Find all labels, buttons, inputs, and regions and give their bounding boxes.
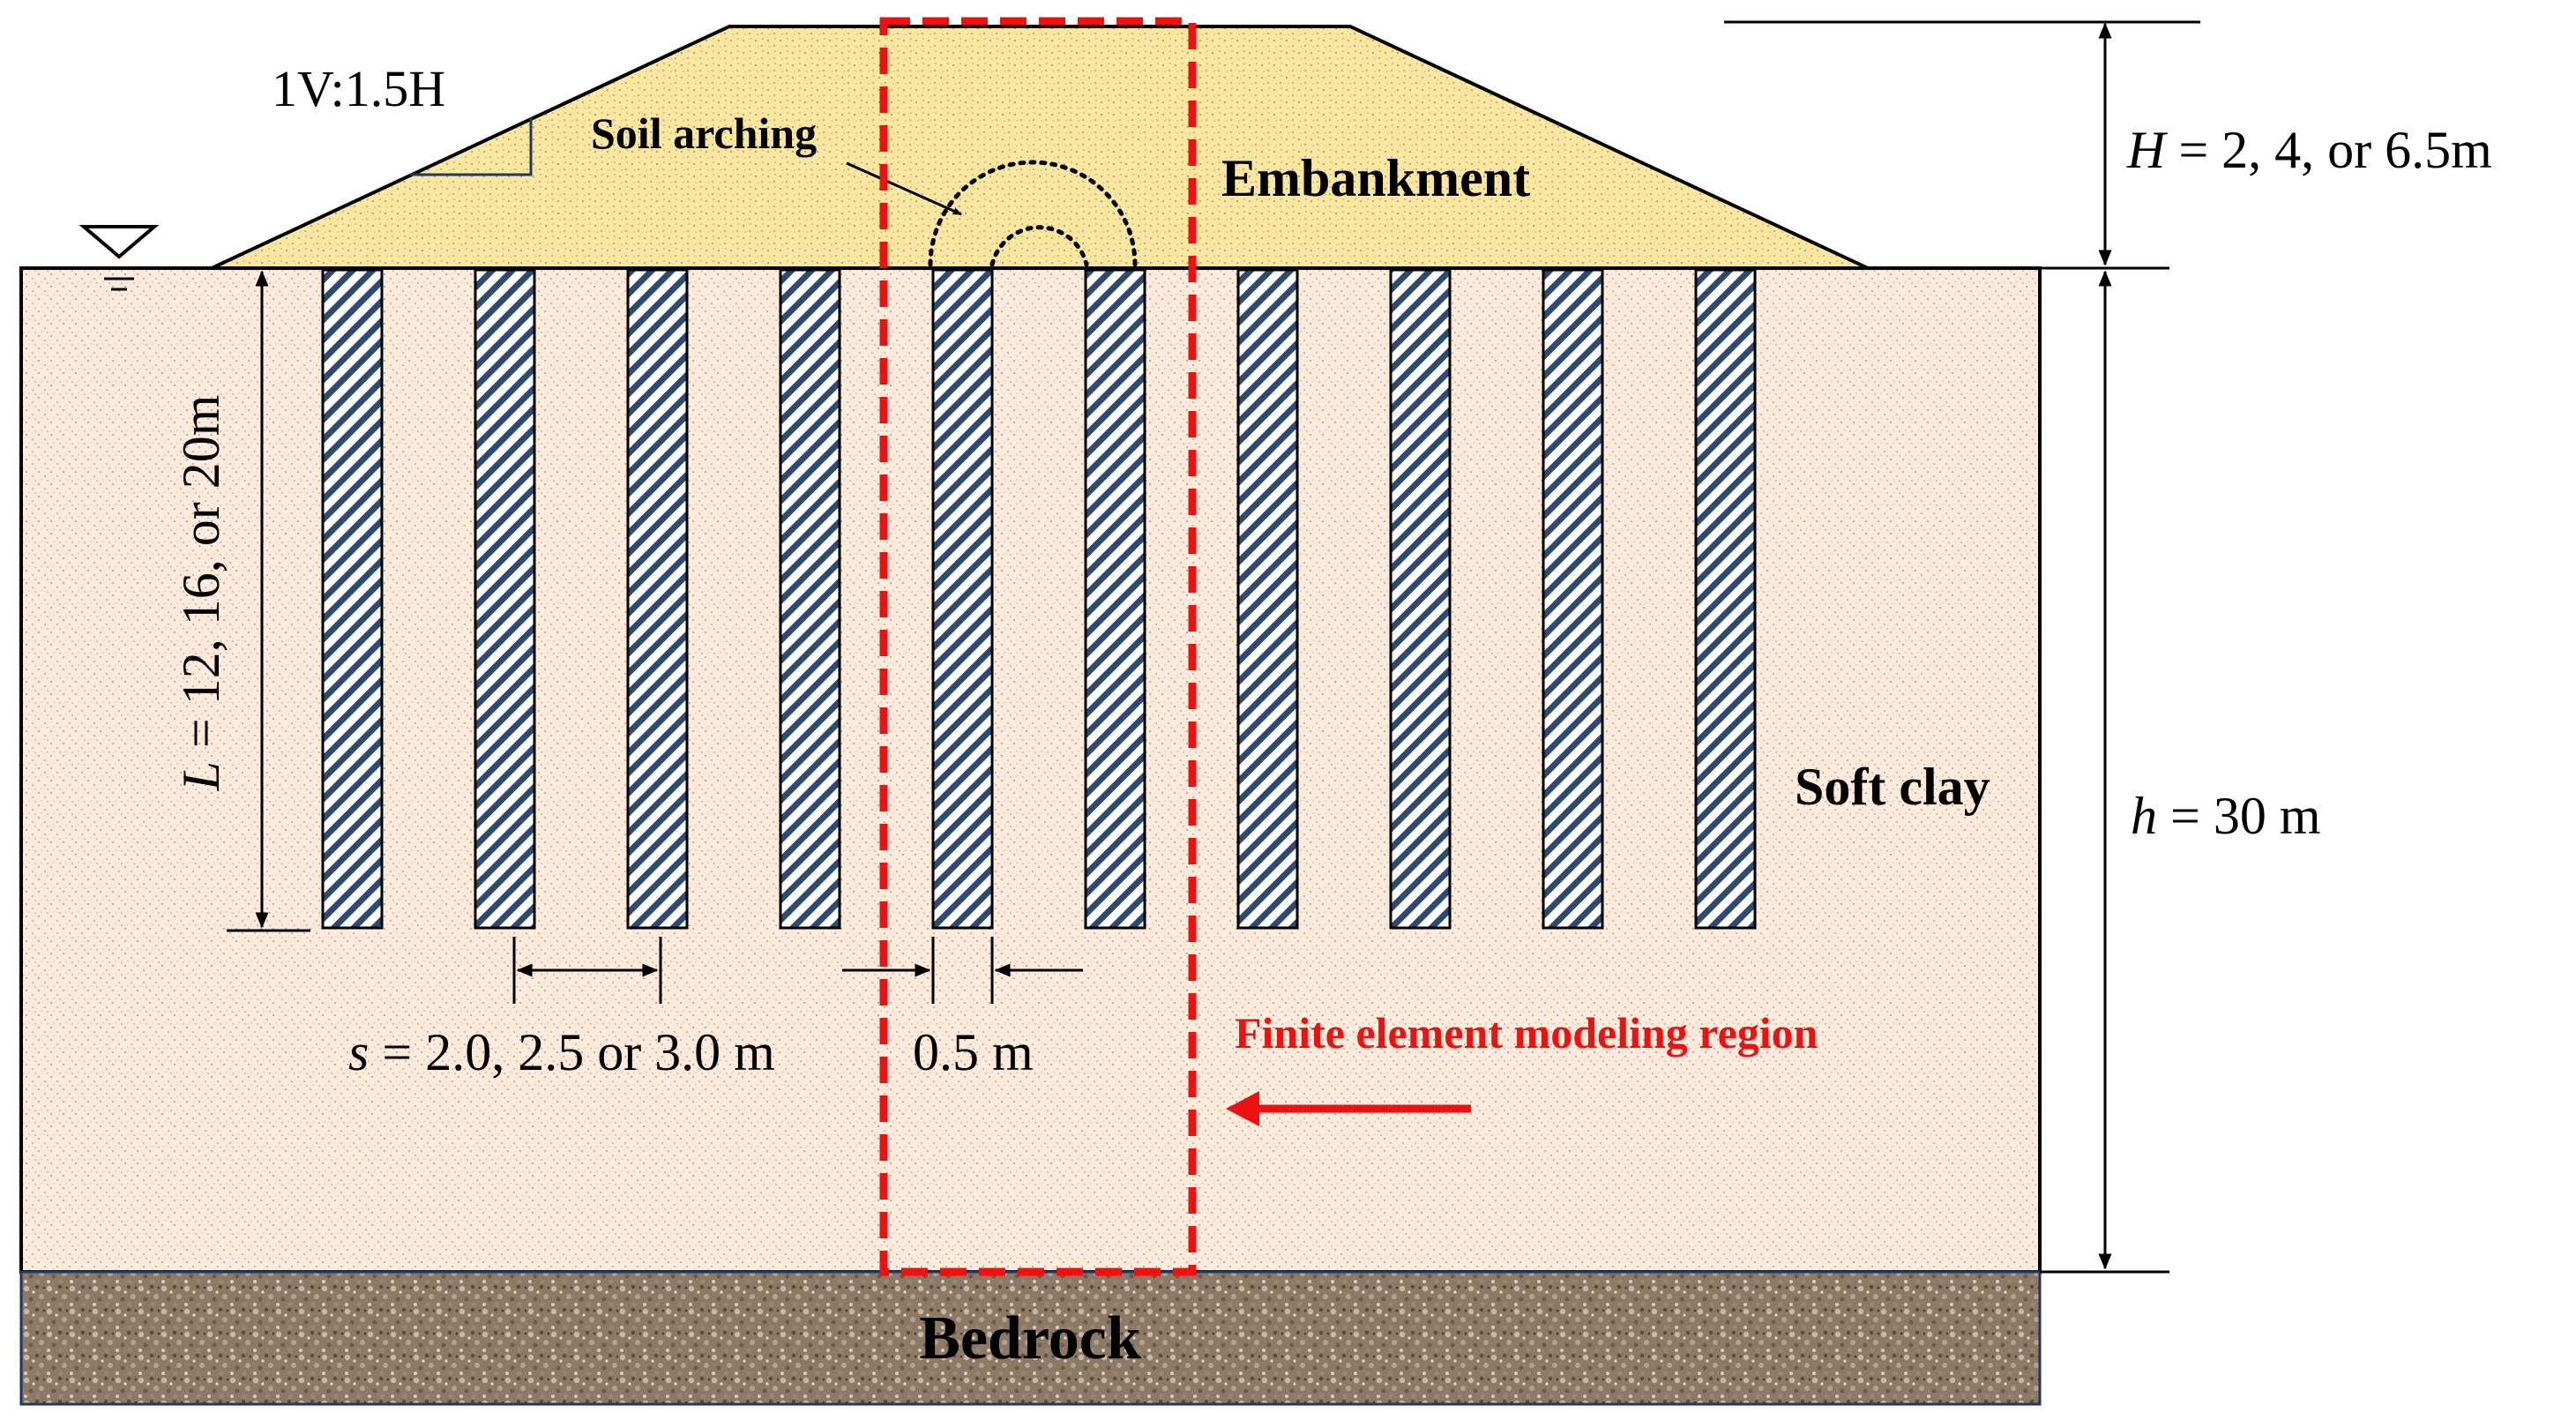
soil-arching-outer-arc: [928, 160, 1138, 267]
pile-2: [474, 268, 536, 930]
pile-5: [931, 268, 994, 930]
embankment-label: Embankment: [1221, 149, 1530, 207]
pile-3: [626, 268, 689, 930]
pile-4: [779, 268, 841, 930]
fem-region-box: [879, 17, 1197, 1276]
water-table-icon: [78, 225, 160, 291]
pile-10: [1694, 268, 1757, 930]
bedrock-label: Bedrock: [919, 1305, 1141, 1372]
pile-1: [321, 268, 384, 930]
clay-depth-label: h = 30 m: [2131, 787, 2321, 845]
pile-7: [1236, 268, 1299, 930]
bedrock-layer: [19, 1270, 2042, 1406]
soil-arching-inner-arc: [989, 225, 1089, 267]
soil-arching-label: Soil arching: [591, 108, 817, 158]
pile-8: [1389, 268, 1452, 930]
slope-ratio-label: 1V:1.5H: [272, 60, 445, 117]
soil-arching-pointer: [846, 161, 962, 216]
pile-width-label: 0.5 m: [913, 1023, 1034, 1081]
pile-9: [1542, 268, 1604, 930]
fem-region-arrow-head: [1226, 1091, 1259, 1126]
embankment-shape: [211, 25, 1869, 270]
soft-clay-label: Soft clay: [1795, 758, 1990, 816]
embankment-height-label: H = 2, 4, or 6.5m: [2126, 121, 2492, 179]
fem-region-label: Finite element modeling region: [1235, 1008, 1818, 1058]
pile-length-label: L = 12, 16, or 20m: [172, 395, 230, 792]
pile-6: [1084, 268, 1146, 930]
pile-group: [321, 268, 1757, 930]
pile-spacing-label: s = 2.0, 2.5 or 3.0 m: [348, 1023, 775, 1081]
slope-triangle: [410, 118, 533, 176]
